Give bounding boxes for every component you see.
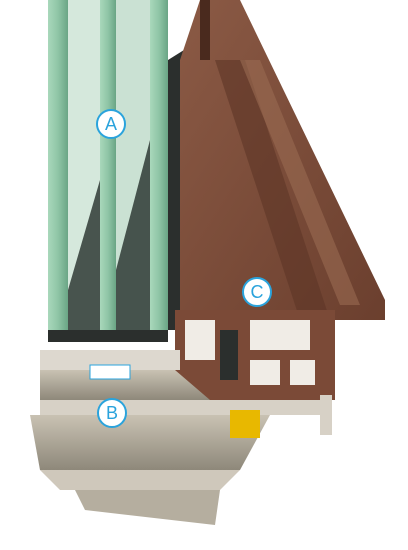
glass-pane-outer	[48, 0, 68, 330]
insulation-strip	[230, 410, 260, 438]
callout-a: A	[96, 109, 126, 139]
callout-c: C	[242, 277, 272, 307]
wood-frame	[175, 0, 385, 400]
callout-b: B	[97, 398, 127, 428]
glass-panes	[48, 0, 200, 330]
glass-pane-inner	[150, 0, 168, 330]
glass-pane-middle	[100, 0, 116, 330]
